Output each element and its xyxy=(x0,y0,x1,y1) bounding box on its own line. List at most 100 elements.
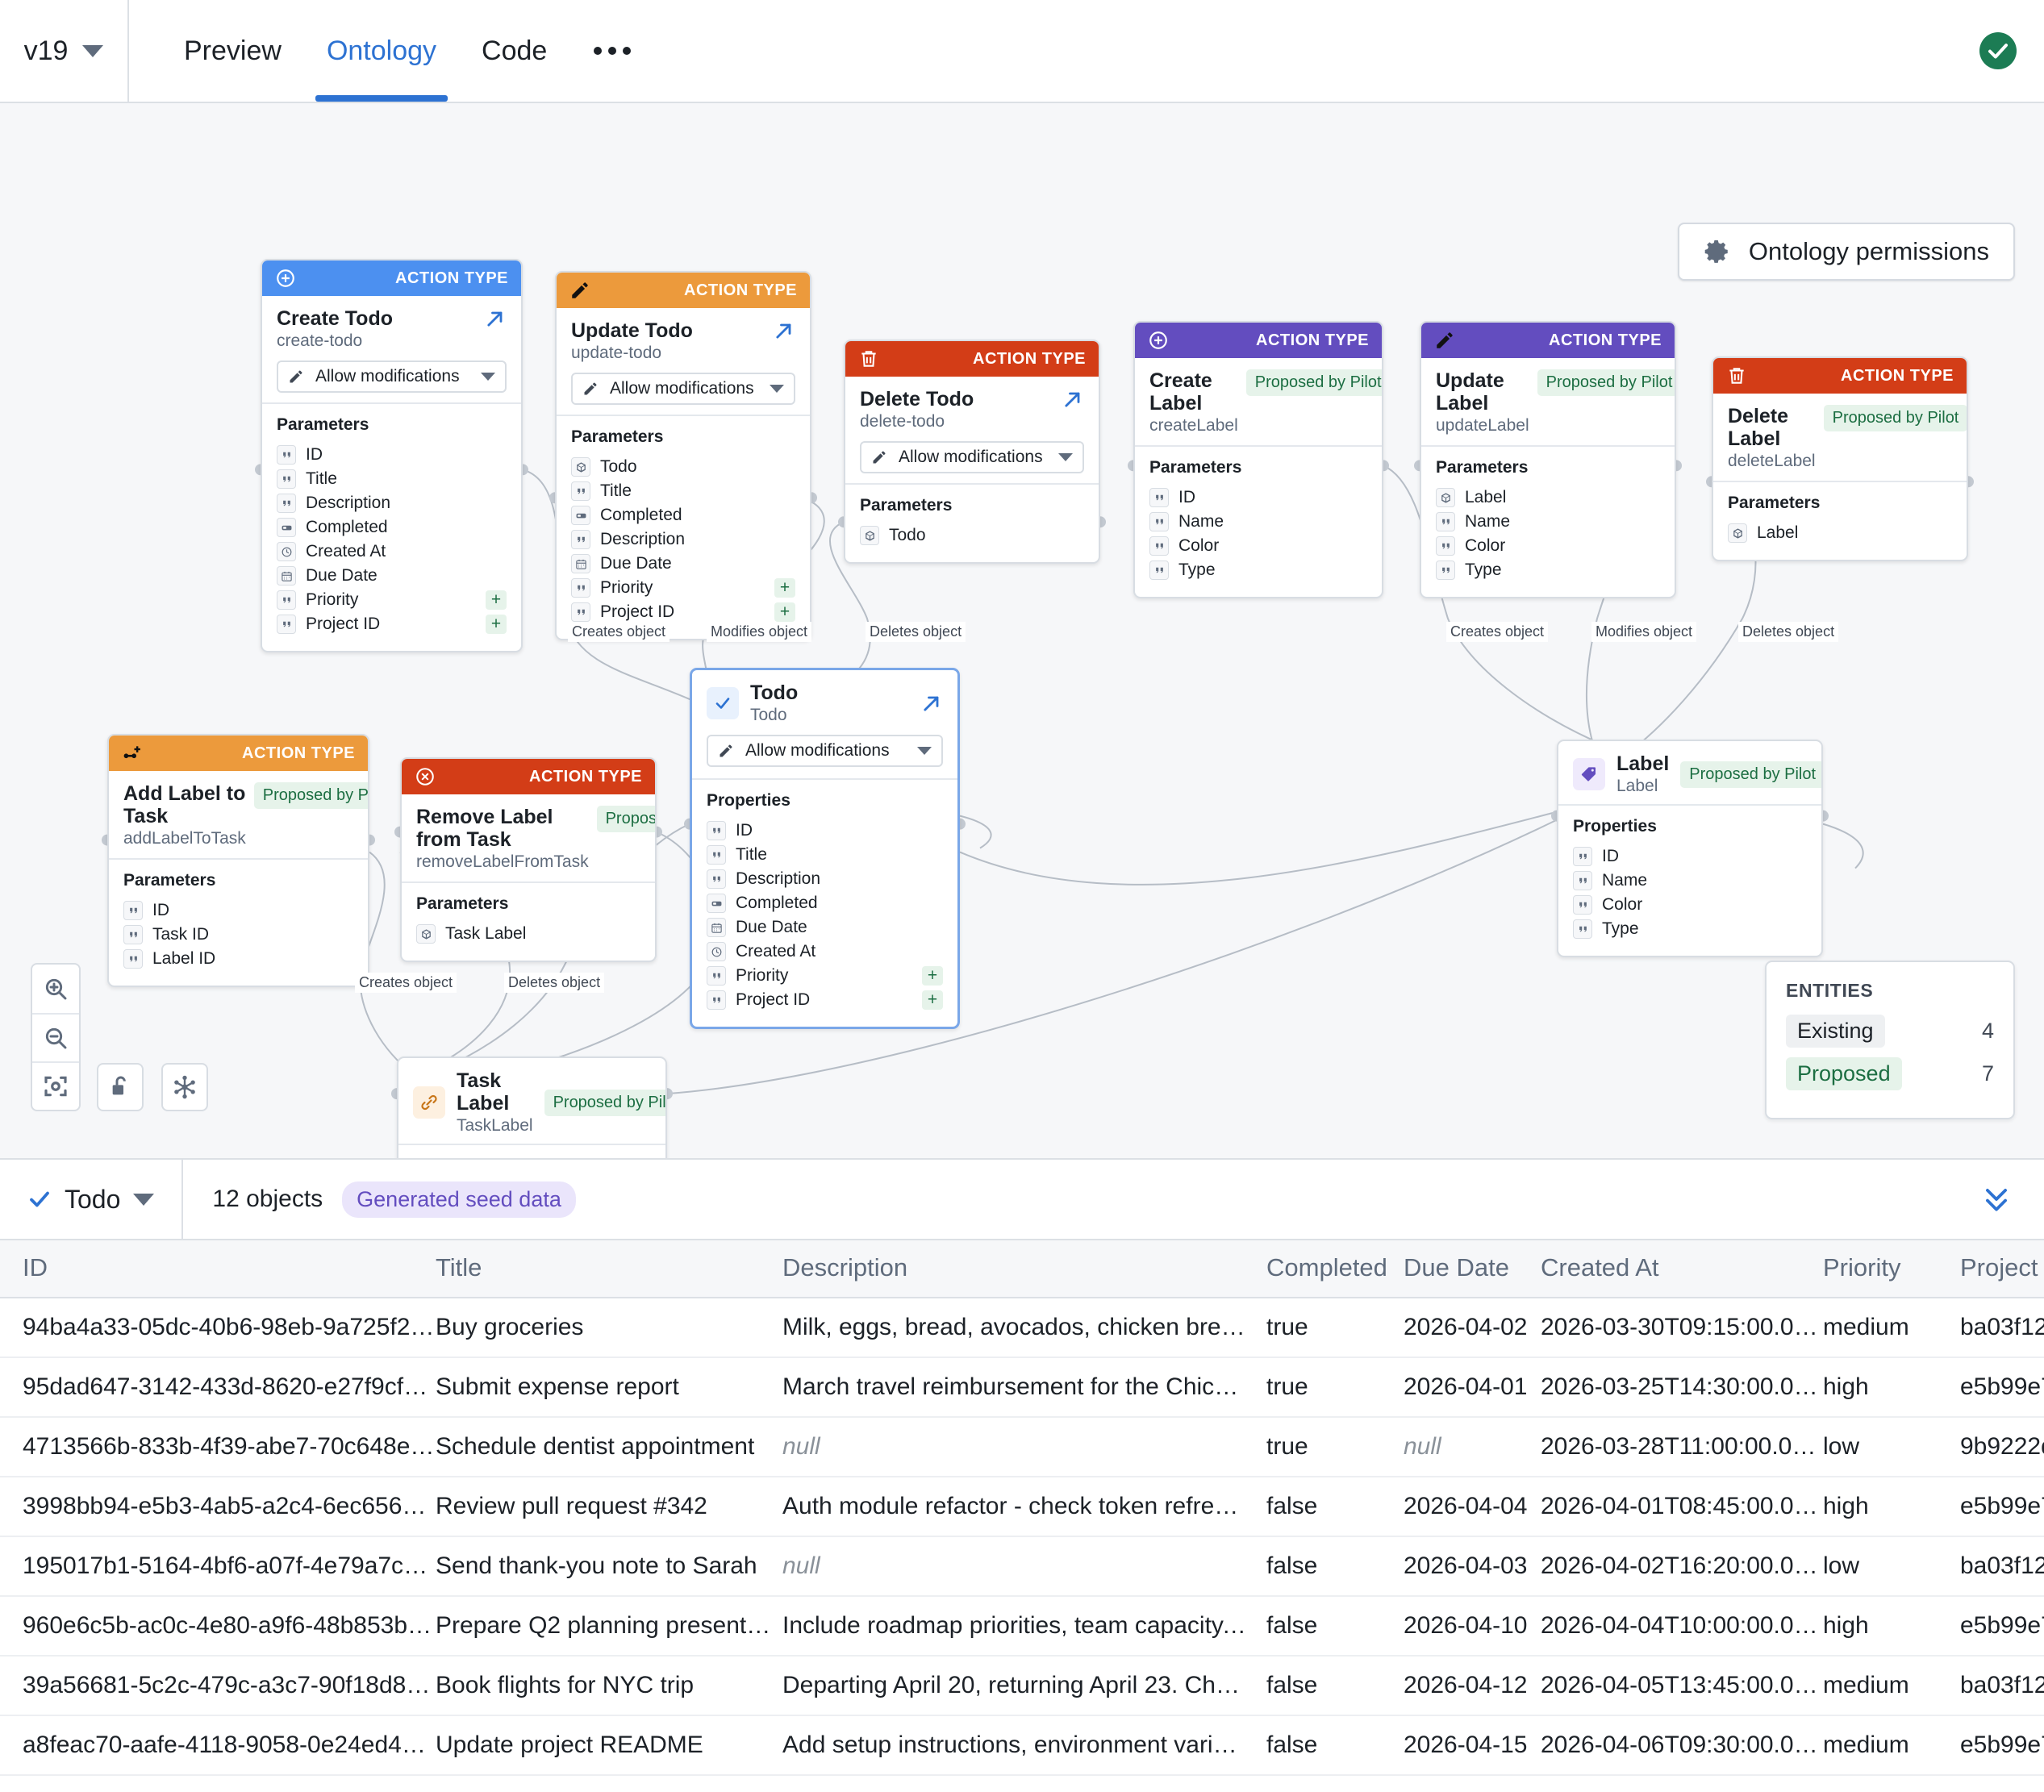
param-row[interactable]: Priority+ xyxy=(571,576,795,600)
param-label: Due Date xyxy=(306,566,378,585)
param-row[interactable]: Label xyxy=(1728,521,1952,545)
add-param-icon[interactable]: + xyxy=(922,966,943,986)
tab-ontology[interactable]: Ontology xyxy=(304,0,459,102)
column-header-completed[interactable]: Completed xyxy=(1266,1240,1404,1298)
param-row[interactable]: Task Label xyxy=(416,922,640,946)
param-row[interactable]: Color xyxy=(1149,534,1367,558)
add-param-icon[interactable]: + xyxy=(922,990,943,1010)
add-param-icon[interactable]: + xyxy=(774,578,795,598)
param-row[interactable]: Task ID xyxy=(123,923,353,947)
param-row[interactable]: Project ID+ xyxy=(707,988,943,1012)
open-external-icon[interactable] xyxy=(920,692,943,715)
param-row[interactable]: Due Date xyxy=(571,552,795,576)
zoom-out-icon[interactable] xyxy=(32,1013,79,1061)
layout-graph-icon[interactable] xyxy=(161,1063,208,1111)
param-row[interactable]: Todo xyxy=(860,523,1084,548)
param-row[interactable]: Label xyxy=(1436,486,1660,510)
param-row[interactable]: Created At xyxy=(707,940,943,964)
unlock-icon[interactable] xyxy=(97,1063,144,1111)
param-row[interactable]: Title xyxy=(571,479,795,503)
cell-due-date: 2026-04-01 xyxy=(1404,1357,1541,1418)
column-header-project-id[interactable]: Project ID xyxy=(1960,1240,2044,1298)
tab-code[interactable]: Code xyxy=(459,0,569,102)
param-row[interactable]: Type xyxy=(1149,558,1367,582)
allow-modifications-select[interactable]: Allow modifications xyxy=(277,360,507,393)
param-row[interactable]: Title xyxy=(277,467,507,491)
column-header-id[interactable]: ID xyxy=(0,1240,436,1298)
param-row[interactable]: Priority+ xyxy=(277,588,507,612)
tab-preview[interactable]: Preview xyxy=(161,0,304,102)
param-row[interactable]: Completed xyxy=(277,515,507,540)
param-row[interactable]: ID xyxy=(277,443,507,467)
param-row[interactable]: Name xyxy=(1149,510,1367,534)
param-row[interactable]: Type xyxy=(1436,558,1660,582)
open-external-icon[interactable] xyxy=(484,307,507,330)
allow-modifications-select[interactable]: Allow modifications xyxy=(571,373,795,405)
param-row[interactable]: Priority+ xyxy=(707,964,943,988)
fit-to-screen-icon[interactable] xyxy=(32,1061,79,1110)
version-selector[interactable]: v19 xyxy=(0,0,129,102)
param-row[interactable]: Description xyxy=(707,867,943,891)
param-row[interactable]: ID xyxy=(123,898,353,923)
param-row[interactable]: Completed xyxy=(571,503,795,527)
param-row[interactable]: Project ID+ xyxy=(571,600,795,624)
table-row[interactable]: 3998bb94-e5b3-4ab5-a2c4-6ec65642a740Revi… xyxy=(0,1477,2044,1537)
param-row[interactable]: Project ID+ xyxy=(277,612,507,636)
param-row[interactable]: ID xyxy=(1149,486,1367,510)
add-param-icon[interactable]: + xyxy=(774,602,795,622)
param-row[interactable]: Description xyxy=(571,527,795,552)
collapse-panel-button[interactable] xyxy=(1949,1160,2044,1239)
param-row[interactable]: Due Date xyxy=(277,564,507,588)
param-row[interactable]: Description xyxy=(277,491,507,515)
add-param-icon[interactable]: + xyxy=(486,615,507,634)
param-row[interactable]: Name xyxy=(1573,869,1807,893)
more-tabs-button[interactable] xyxy=(569,0,655,102)
zoom-in-icon[interactable] xyxy=(32,965,79,1013)
divider xyxy=(692,778,957,780)
param-row[interactable]: Title xyxy=(707,843,943,867)
object-type-selector[interactable]: Todo xyxy=(0,1160,184,1239)
allow-modifications-select[interactable]: Allow modifications xyxy=(707,735,943,767)
param-row[interactable]: Completed xyxy=(707,891,943,915)
column-header-title[interactable]: Title xyxy=(436,1240,782,1298)
allow-modifications-select[interactable]: Allow modifications xyxy=(860,441,1084,473)
param-row[interactable]: Created At xyxy=(277,540,507,564)
param-row[interactable]: Due Date xyxy=(707,915,943,940)
param-row[interactable]: Label ID xyxy=(123,947,353,971)
ontology-permissions-button[interactable]: Ontology permissions xyxy=(1677,223,2015,281)
column-header-due-date[interactable]: Due Date xyxy=(1404,1240,1541,1298)
param-row[interactable]: Todo xyxy=(571,455,795,479)
open-external-icon[interactable] xyxy=(1062,388,1084,410)
column-header-priority[interactable]: Priority xyxy=(1823,1240,1960,1298)
column-header-created-at[interactable]: Created At xyxy=(1541,1240,1823,1298)
table-row[interactable]: 97839e86-3ea1-4f78-a95c-6d7ed438f019Clea… xyxy=(0,1775,2044,1792)
param-row[interactable]: Type xyxy=(1573,917,1807,941)
add-param-icon[interactable]: + xyxy=(486,590,507,610)
column-header-description[interactable]: Description xyxy=(782,1240,1266,1298)
param-row[interactable]: ID xyxy=(1573,844,1807,869)
param-row[interactable]: Color xyxy=(1573,893,1807,917)
param-row[interactable]: Name xyxy=(1436,510,1660,534)
open-external-icon[interactable] xyxy=(773,319,795,342)
param-row[interactable]: ID xyxy=(707,819,943,843)
param-row[interactable]: Color xyxy=(1436,534,1660,558)
